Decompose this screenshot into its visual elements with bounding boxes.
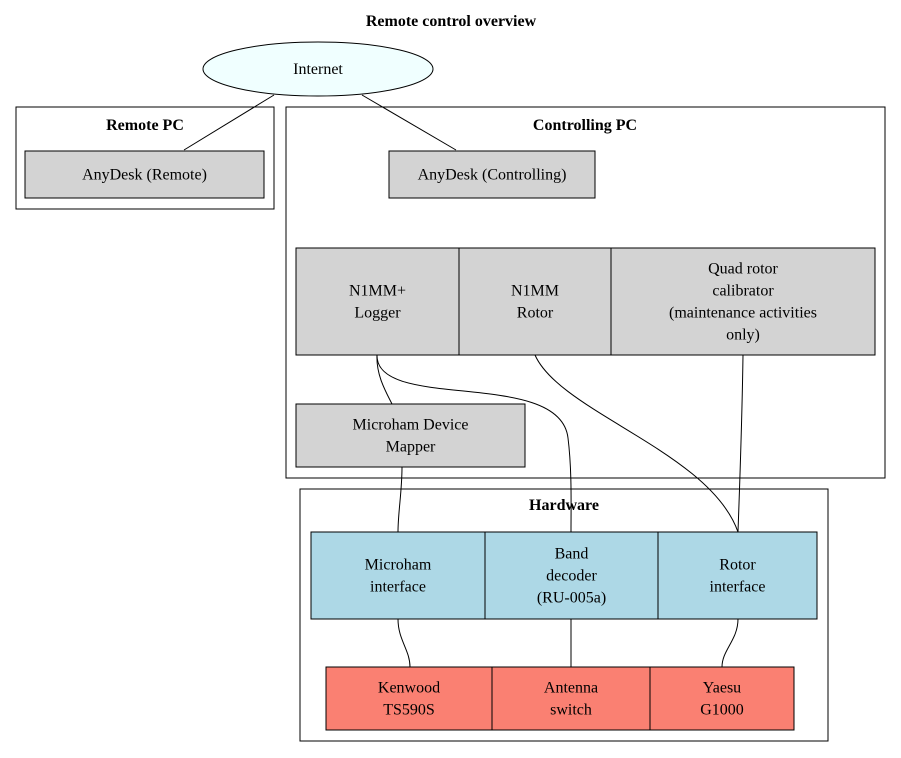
node-n1mm-rotor: N1MM Rotor [458,247,612,356]
node-label-line: G1000 [700,702,744,719]
node-band-decoder-label: Band decoder (RU-005a) [537,546,606,607]
node-internet: Internet [202,41,434,97]
edge-microham-interface-kenwood [397,618,411,668]
node-n1mm-rotor-label: N1MM Rotor [511,283,559,322]
edge-calibrator-rotor-interface [737,354,744,533]
node-label-line: AnyDesk (Controlling) [418,167,567,184]
cluster-hardware-label: Hardware [529,497,599,514]
nodes: Internet AnyDesk (Remote) AnyDesk (Contr… [24,41,876,731]
node-label-line: Microham Device [353,417,469,434]
cluster-controlling-pc-label: Controlling PC [533,117,637,134]
node-label-line: N1MM [511,283,559,300]
node-anydesk-controlling-label: AnyDesk (Controlling) [418,167,567,184]
node-microham-interface-label: Microham interface [365,557,432,596]
node-n1mm-logger-label: N1MM+ Logger [349,283,406,322]
node-label-line: Mapper [386,439,436,456]
node-label-line: Quad rotor [708,261,778,278]
edge-rotor-rotor-interface [534,354,739,533]
node-label-line: Yaesu [703,680,741,697]
node-label-line: decoder [546,568,597,585]
node-label-line: only) [726,327,760,344]
edge-logger-band-decoder [376,354,572,533]
node-label-line: interface [710,579,766,596]
node-label-line: switch [550,702,592,719]
edge-device-mapper-microham-interface [397,466,403,533]
node-anydesk-remote: AnyDesk (Remote) [24,150,265,199]
node-label-line: Microham [365,557,432,574]
cluster-remote-pc-label: Remote PC [106,117,184,134]
node-label-line: (RU-005a) [537,590,606,607]
diagram-title: Remote control overview [366,13,537,30]
node-rotor-interface: Rotor interface [657,531,818,620]
node-quad-rotor-calibrator-label: Quad rotor calibrator (maintenance activit… [669,261,817,344]
node-internet-label: Internet [293,61,343,78]
node-quad-rotor-calibrator: Quad rotor calibrator (maintenance activit… [610,247,876,356]
node-label-line: AnyDesk (Remote) [82,167,207,184]
edge-internet-anydesk-controlling [361,94,457,151]
node-label-line: (maintenance activities [669,305,817,322]
node-label-line: Rotor [719,557,756,574]
edge-internet-anydesk-remote [183,94,275,151]
node-microham-interface: Microham interface [310,531,486,620]
node-label-line: Internet [293,61,343,78]
node-anydesk-controlling: AnyDesk (Controlling) [388,150,596,199]
node-label-line: interface [370,579,426,596]
node-antenna-switch-label: Antenna switch [544,680,598,719]
node-rotor-interface-label: Rotor interface [710,557,766,596]
node-label-line: TS590S [383,702,435,719]
node-label-line: Band [555,546,589,563]
node-label-line: Logger [354,305,401,322]
node-label-line: Rotor [517,305,554,322]
edge-rotor-interface-yaesu [721,618,739,668]
node-n1mm-logger: N1MM+ Logger [295,247,460,356]
node-label-line: Kenwood [378,680,440,697]
node-antenna-switch: Antenna switch [491,666,651,731]
node-label-line: Antenna [544,680,598,697]
edges [183,94,744,668]
node-anydesk-remote-label: AnyDesk (Remote) [82,167,207,184]
node-label-line: N1MM+ [349,283,406,300]
node-label-line: calibrator [712,283,774,300]
node-band-decoder: Band decoder (RU-005a) [484,531,659,620]
